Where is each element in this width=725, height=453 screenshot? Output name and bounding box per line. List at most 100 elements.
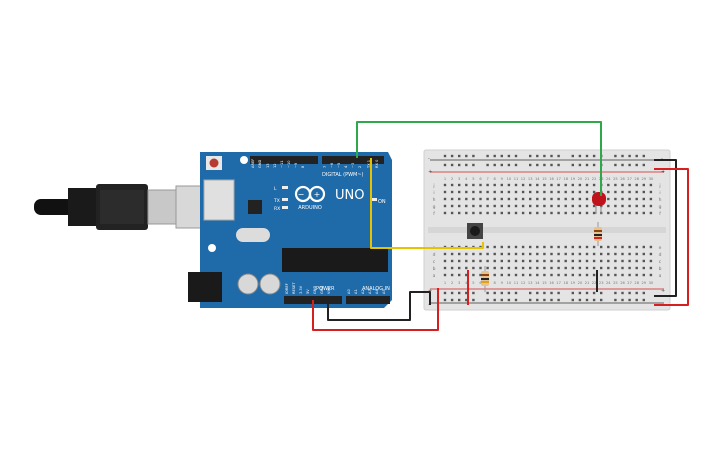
breadboard-hole[interactable]: [521, 252, 525, 256]
breadboard-hole[interactable]: [571, 245, 574, 249]
breadboard-hole[interactable]: [635, 259, 638, 263]
breadboard-hole[interactable]: [564, 204, 567, 208]
breadboard-hole[interactable]: [507, 163, 511, 167]
breadboard-hole[interactable]: [585, 266, 589, 270]
breadboard-hole[interactable]: [649, 190, 653, 194]
breadboard-hole[interactable]: [578, 197, 582, 201]
breadboard-hole[interactable]: [564, 245, 567, 249]
breadboard-hole[interactable]: [458, 273, 461, 277]
breadboard-hole[interactable]: [486, 259, 489, 263]
breadboard-hole[interactable]: [642, 259, 645, 263]
breadboard-hole[interactable]: [500, 204, 503, 208]
breadboard-hole[interactable]: [642, 197, 645, 201]
breadboard-hole[interactable]: [628, 204, 631, 208]
breadboard-hole[interactable]: [472, 154, 475, 158]
breadboard-hole[interactable]: [543, 273, 546, 277]
breadboard-hole[interactable]: [614, 204, 617, 208]
breadboard-hole[interactable]: [529, 183, 532, 187]
breadboard-hole[interactable]: [443, 298, 447, 302]
breadboard-hole[interactable]: [607, 211, 610, 215]
breadboard-hole[interactable]: [443, 190, 447, 194]
breadboard-hole[interactable]: [578, 204, 582, 208]
breadboard-hole[interactable]: [642, 190, 645, 194]
breadboard-hole[interactable]: [536, 197, 539, 201]
breadboard-hole[interactable]: [614, 266, 617, 270]
breadboard-hole[interactable]: [465, 154, 468, 158]
breadboard-hole[interactable]: [543, 211, 546, 215]
breadboard-hole[interactable]: [521, 266, 525, 270]
breadboard-hole[interactable]: [607, 190, 610, 194]
breadboard-hole[interactable]: [465, 197, 468, 201]
breadboard-hole[interactable]: [578, 252, 582, 256]
breadboard-hole[interactable]: [592, 154, 596, 158]
breadboard-hole[interactable]: [578, 266, 582, 270]
breadboard-hole[interactable]: [621, 183, 624, 187]
breadboard-hole[interactable]: [493, 204, 496, 208]
breadboard-hole[interactable]: [649, 273, 653, 277]
breadboard-hole[interactable]: [621, 245, 624, 249]
breadboard-hole[interactable]: [571, 273, 574, 277]
breadboard-hole[interactable]: [536, 259, 539, 263]
breadboard-hole[interactable]: [578, 183, 582, 187]
breadboard-hole[interactable]: [450, 190, 454, 194]
breadboard-hole[interactable]: [479, 273, 482, 277]
breadboard-hole[interactable]: [628, 273, 631, 277]
breadboard-hole[interactable]: [543, 266, 546, 270]
breadboard-hole[interactable]: [507, 197, 511, 201]
breadboard-hole[interactable]: [578, 154, 582, 158]
breadboard-hole[interactable]: [486, 183, 489, 187]
breadboard-hole[interactable]: [571, 252, 574, 256]
breadboard-hole[interactable]: [571, 259, 574, 263]
breadboard-hole[interactable]: [450, 197, 454, 201]
breadboard-hole[interactable]: [443, 273, 447, 277]
breadboard-hole[interactable]: [614, 190, 617, 194]
breadboard-hole[interactable]: [649, 211, 653, 215]
breadboard-hole[interactable]: [578, 245, 582, 249]
breadboard-hole[interactable]: [507, 183, 511, 187]
breadboard-hole[interactable]: [529, 154, 532, 158]
breadboard-hole[interactable]: [514, 273, 518, 277]
breadboard-hole[interactable]: [521, 183, 525, 187]
breadboard-hole[interactable]: [600, 273, 603, 277]
breadboard-hole[interactable]: [649, 197, 653, 201]
breadboard-hole[interactable]: [479, 190, 482, 194]
breadboard-hole[interactable]: [443, 204, 447, 208]
breadboard-hole[interactable]: [443, 291, 447, 295]
breadboard-hole[interactable]: [500, 154, 503, 158]
breadboard-hole[interactable]: [628, 266, 631, 270]
breadboard-hole[interactable]: [557, 190, 560, 194]
breadboard-hole[interactable]: [472, 273, 475, 277]
breadboard-hole[interactable]: [621, 273, 624, 277]
breadboard-hole[interactable]: [585, 154, 589, 158]
breadboard-hole[interactable]: [649, 245, 653, 249]
breadboard-hole[interactable]: [507, 266, 511, 270]
analog-header[interactable]: [346, 296, 390, 304]
breadboard-hole[interactable]: [649, 259, 653, 263]
breadboard-hole[interactable]: [543, 245, 546, 249]
breadboard-hole[interactable]: [592, 298, 596, 302]
breadboard-hole[interactable]: [564, 211, 567, 215]
breadboard-hole[interactable]: [458, 266, 461, 270]
breadboard-hole[interactable]: [529, 252, 532, 256]
breadboard-hole[interactable]: [458, 259, 461, 263]
wire-red-5v[interactable]: [312, 288, 439, 331]
breadboard-hole[interactable]: [628, 190, 631, 194]
breadboard-hole[interactable]: [592, 204, 596, 208]
breadboard-hole[interactable]: [507, 154, 511, 158]
breadboard-hole[interactable]: [543, 259, 546, 263]
breadboard-hole[interactable]: [557, 183, 560, 187]
breadboard-hole[interactable]: [443, 154, 447, 158]
breadboard-hole[interactable]: [500, 211, 503, 215]
breadboard-hole[interactable]: [557, 197, 560, 201]
breadboard-hole[interactable]: [536, 245, 539, 249]
breadboard-hole[interactable]: [585, 211, 589, 215]
breadboard-hole[interactable]: [635, 183, 638, 187]
breadboard-hole[interactable]: [536, 291, 539, 295]
breadboard-hole[interactable]: [614, 154, 617, 158]
breadboard-hole[interactable]: [458, 298, 461, 302]
breadboard-hole[interactable]: [472, 266, 475, 270]
breadboard-hole[interactable]: [578, 298, 582, 302]
breadboard-hole[interactable]: [514, 154, 518, 158]
breadboard-hole[interactable]: [500, 291, 503, 295]
